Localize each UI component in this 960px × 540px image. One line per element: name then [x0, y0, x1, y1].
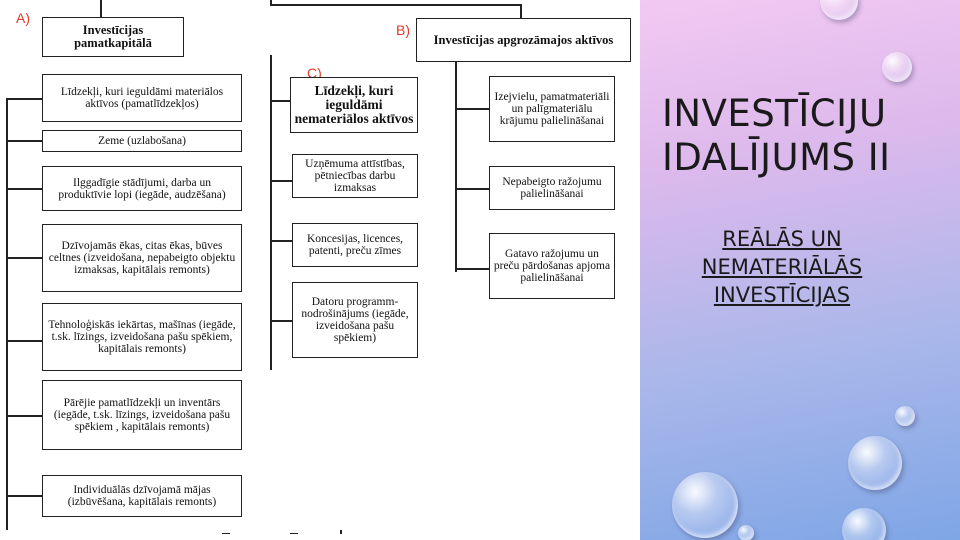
connector — [455, 268, 489, 270]
col-c-box: Datoru programm-nodrošinājums (iegāde, i… — [292, 282, 418, 358]
connector — [100, 0, 102, 18]
water-drop-decoration — [848, 436, 902, 490]
label-a: A) — [16, 10, 30, 26]
connector — [6, 98, 42, 100]
col-a-box: Tehnoloģiskās iekārtas, mašīnas (iegāde,… — [42, 303, 242, 371]
connector — [6, 98, 8, 530]
col-c-box: Koncesijas, licences, patenti, preču zīm… — [292, 223, 418, 267]
connector — [270, 55, 272, 370]
col-a-box: Zeme (uzlabošana) — [42, 130, 242, 152]
col-b-box: Nepabeigto ražojumu palielināšanai — [489, 166, 615, 210]
slide-title: INVESTĪCIJU IDALĪJUMS II — [662, 92, 942, 180]
header-a-box: Investīcijas pamatkapitālā — [42, 17, 184, 57]
connector — [270, 320, 292, 322]
water-drop-decoration — [738, 525, 754, 540]
connector — [455, 62, 457, 272]
col-b-box: Gatavo ražojumu un preču pārdošanas apjo… — [489, 233, 615, 299]
col-b-box: Izejvielu, pamatmateriāli un palīgmateri… — [489, 76, 615, 142]
header-c-box: Līdzekļi, kuri ieguldāmi nemateriālos ak… — [290, 77, 418, 133]
water-drop-decoration — [820, 0, 858, 20]
connector — [340, 530, 342, 534]
water-drop-decoration — [895, 406, 915, 426]
col-c-box: Uzņēmuma attīstības, pētniecības darbu i… — [292, 154, 418, 198]
connector — [270, 4, 520, 6]
connector — [222, 533, 230, 534]
col-a-box: Individuālās dzīvojamā mājas (izbūvēšana… — [42, 475, 242, 517]
label-b: B) — [396, 22, 410, 38]
connector — [6, 415, 42, 417]
header-b-box: Investīcijas apgrozāmajos aktīvos — [416, 18, 631, 62]
connector — [6, 257, 42, 259]
connector — [290, 533, 298, 534]
water-drop-decoration — [842, 508, 886, 540]
water-drop-decoration — [882, 52, 912, 82]
col-a-box: Līdzekļi, kuri ieguldāmi materiālos aktī… — [42, 74, 242, 122]
connector — [455, 108, 489, 110]
col-a-box: Pārējie pamatlīdzekļi un inventārs (iegā… — [42, 380, 242, 450]
col-a-box: Dzīvojamās ēkas, citas ēkas, būves celtn… — [42, 224, 242, 292]
connector — [6, 140, 42, 142]
connector — [6, 188, 42, 190]
col-a-box: Ilggadīgie stādījumi, darba un produktīv… — [42, 166, 242, 211]
diagram-image: A) B) C) Investīcijas pamatkapitālā Inve… — [0, 0, 640, 540]
connector — [270, 180, 292, 182]
connector — [6, 495, 42, 497]
water-drop-decoration — [672, 472, 738, 538]
slide-subtitle: REĀLĀS UN NEMATERIĀLĀS INVESTĪCIJAS — [672, 225, 892, 309]
connector — [270, 100, 292, 102]
connector — [270, 240, 292, 242]
connector — [455, 188, 489, 190]
connector — [6, 340, 42, 342]
